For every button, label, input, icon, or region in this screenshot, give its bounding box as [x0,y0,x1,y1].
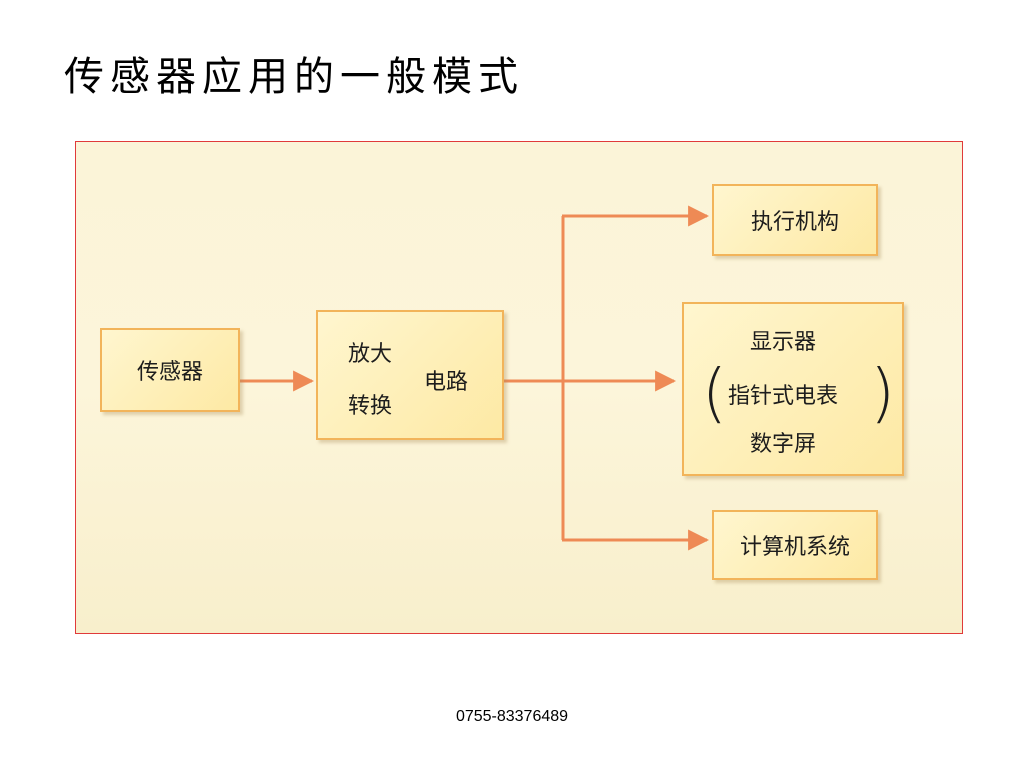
right-paren: ) [870,357,895,431]
diagram-frame: 传感器 放大 转换 电路 执行机构 显示器 ( 指针式电表 数字屏 ) 计算机系… [75,141,963,634]
footer-phone: 0755-83376489 [455,708,569,725]
page-title: 传感器应用的一般模式 [64,54,524,100]
amp-label-circuit: 电路 [424,370,469,395]
sensor-label: 传感器 [136,360,203,385]
actuator-box: 执行机构 [712,184,878,256]
display-label-digital: 数字屏 [750,432,817,457]
computer-label: 计算机系统 [739,535,850,560]
display-box: 显示器 ( 指针式电表 数字屏 ) [682,302,904,476]
amp-label-line2: 转换 [348,394,393,419]
actuator-label: 执行机构 [750,210,839,235]
amp-label-line1: 放大 [348,342,393,367]
left-paren: ( [702,357,727,431]
sensor-box: 传感器 [100,328,240,412]
display-label: 显示器 [750,330,817,355]
computer-box: 计算机系统 [712,510,878,580]
amplifier-box: 放大 转换 电路 [316,310,504,440]
display-label-pointer: 指针式电表 [728,384,839,409]
